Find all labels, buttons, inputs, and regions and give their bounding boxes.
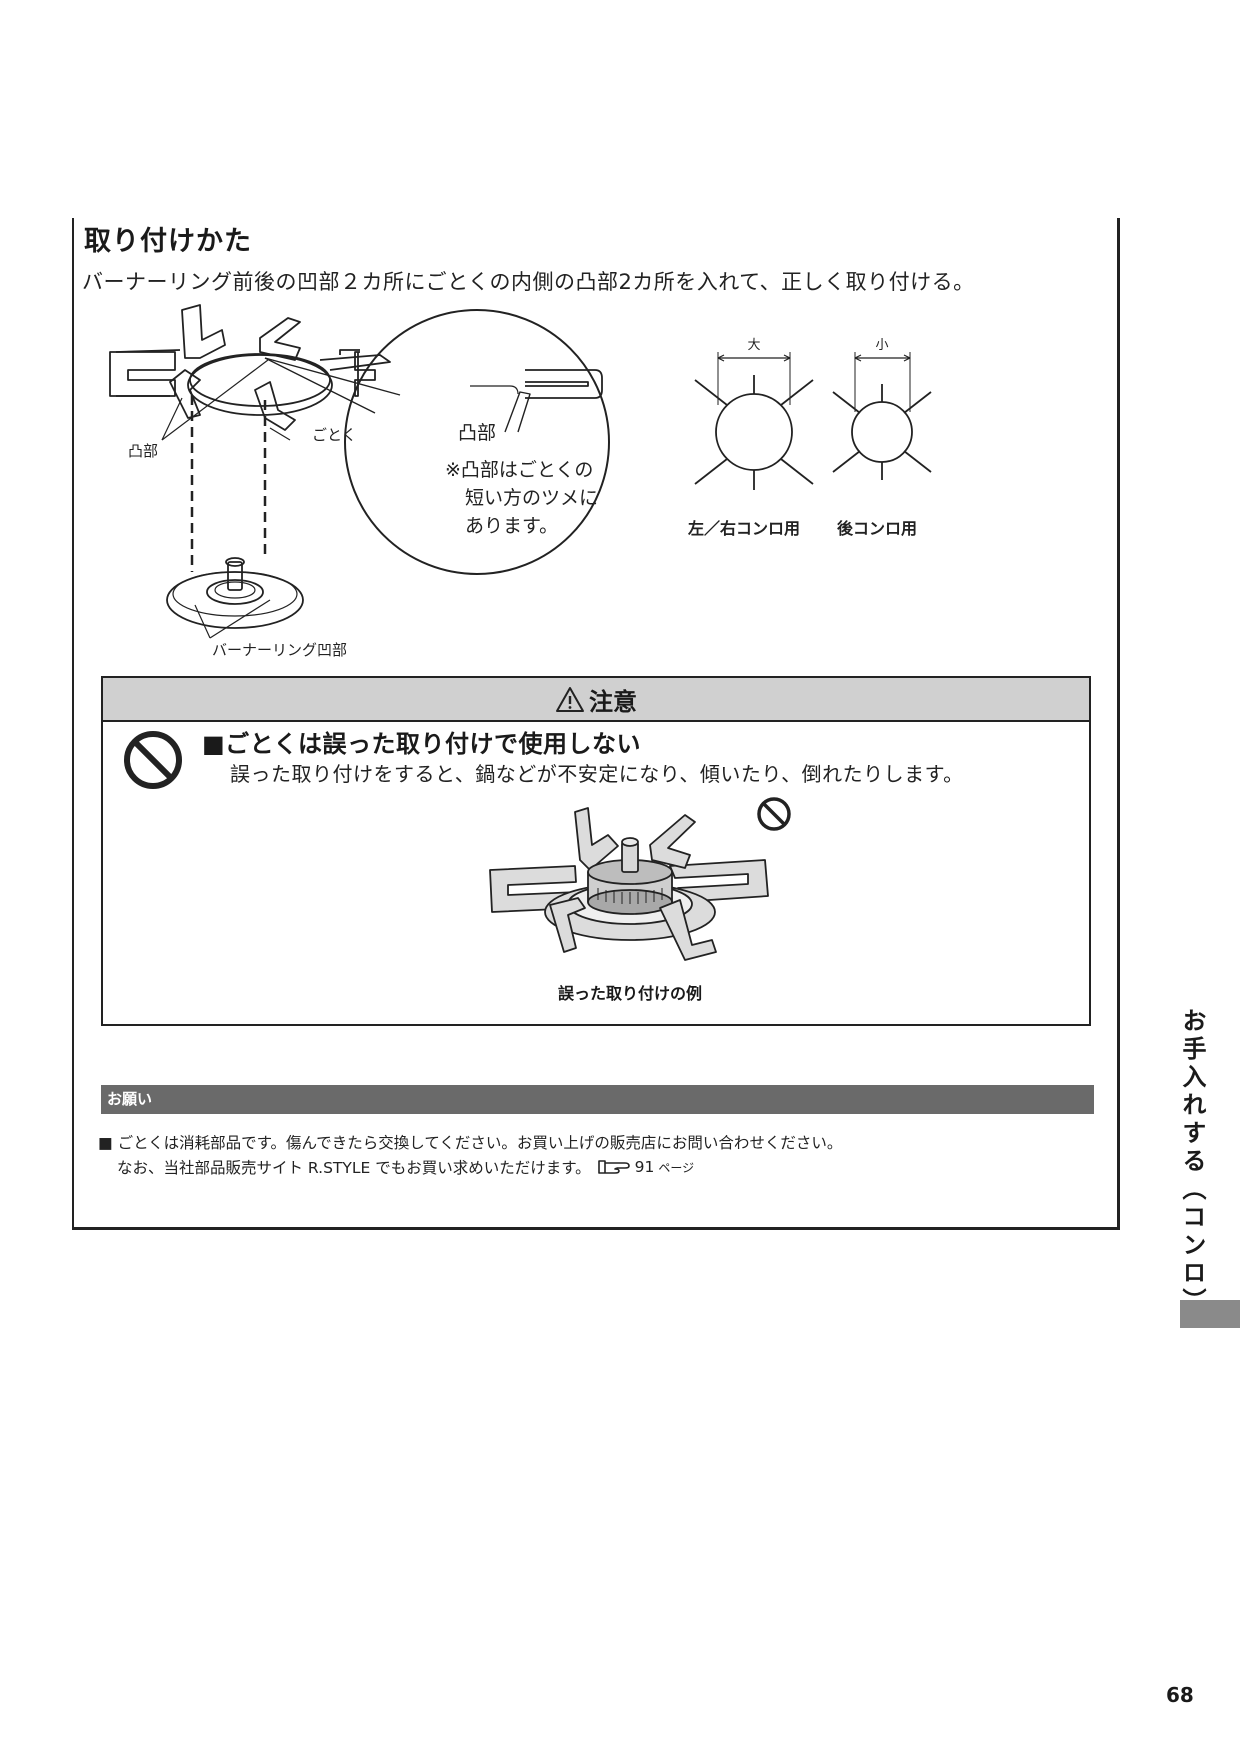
callout-note-line: 短い方のツメに bbox=[465, 487, 598, 509]
gotoku-arm bbox=[339, 349, 360, 355]
wrong-installation-illustration bbox=[489, 807, 769, 961]
callout-label: 凸部 bbox=[458, 422, 496, 444]
gotoku-arm bbox=[181, 304, 226, 359]
callout-note-line: あります。 bbox=[465, 515, 558, 537]
gotoku-arm bbox=[549, 897, 586, 953]
label-tobu: 凸部 bbox=[128, 442, 158, 460]
prohibition-icon bbox=[124, 731, 182, 789]
caution-box: 注意 bbox=[101, 676, 1091, 1026]
caution-body: 誤った取り付けをすると、鍋などが不安定になり、傾いたり、倒れたりします。 bbox=[230, 762, 964, 786]
pointing-hand-icon bbox=[597, 1160, 630, 1174]
size-small-label: 小 bbox=[875, 338, 888, 353]
request-line-text: なお、当社部品販売サイト R.STYLE でもお買い求めいただけます。 bbox=[117, 1159, 591, 1177]
prohibition-small-icon bbox=[757, 797, 791, 831]
caption-rear: 後コンロ用 bbox=[837, 519, 917, 538]
installation-diagram: 凸部 ごとく バーナーリング凹部 凸部 ※凸部はごとくの 短い方のツメに ありま… bbox=[109, 304, 932, 659]
prongs-small bbox=[832, 384, 932, 480]
side-tab-bar bbox=[1180, 1300, 1240, 1328]
gotoku-arm bbox=[574, 807, 619, 871]
wrong-example-caption: 誤った取り付けの例 bbox=[557, 984, 702, 1003]
caution-heading: ■ごとくは誤った取り付けで使用しない bbox=[202, 730, 641, 758]
ring-large bbox=[715, 393, 793, 471]
request-header: お願い bbox=[101, 1085, 1094, 1114]
section-title: 取り付けかた bbox=[84, 226, 252, 257]
request-line: ■ ごとくは消耗部品です。傷んできたら交換してください。お買い上げの販売店にお問… bbox=[98, 1134, 843, 1152]
gotoku-arm bbox=[659, 899, 717, 961]
size-large-label: 大 bbox=[747, 338, 760, 353]
prongs-large bbox=[694, 375, 814, 490]
label-ring-obu: バーナーリング凹部 bbox=[212, 641, 347, 659]
ring-small bbox=[851, 401, 913, 463]
caption-left-right: 左／右コンロ用 bbox=[687, 519, 800, 538]
callout-note-line: ※凸部はごとくの bbox=[445, 459, 593, 481]
gotoku-arm bbox=[354, 351, 376, 397]
label-gotoku: ごとく bbox=[312, 426, 357, 444]
page-ref-number: 91 bbox=[634, 1158, 655, 1176]
gotoku-arm bbox=[649, 814, 696, 869]
caution-title: 注意 bbox=[589, 687, 637, 716]
caution-header: 注意 bbox=[103, 678, 1089, 722]
content-frame bbox=[72, 218, 1120, 1230]
gotoku-arm bbox=[109, 351, 176, 397]
intro-text: バーナーリング前後の凹部２カ所にごとくの内側の凸部2カ所を入れて、正しく取り付け… bbox=[82, 270, 975, 294]
request-line: なお、当社部品販売サイト R.STYLE でもお買い求めいただけます。 91 ペ… bbox=[117, 1156, 694, 1178]
magnifier-circle bbox=[344, 309, 610, 575]
side-tab-title: お手入れする（コンロ） bbox=[1178, 1008, 1206, 1316]
page-number: 68 bbox=[1166, 1683, 1194, 1707]
page-ref-unit: ページ bbox=[658, 1160, 695, 1175]
warning-triangle-icon bbox=[556, 686, 584, 712]
gotoku-arm bbox=[169, 369, 201, 419]
